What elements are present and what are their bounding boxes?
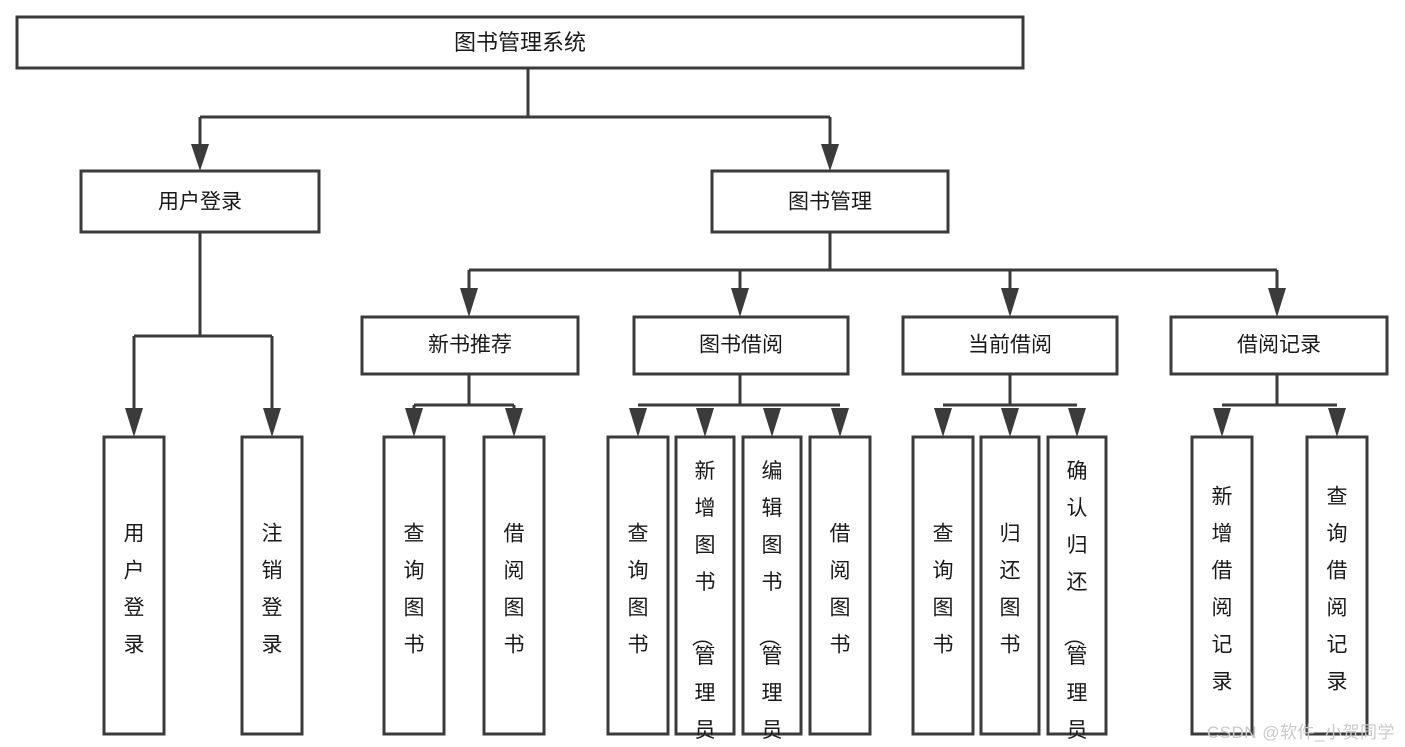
node-book-borrow-label: 图书借阅 — [699, 334, 783, 357]
node-leaf-add-borrow-record-box[interactable] — [1190, 435, 1254, 736]
arrow-head-leaf-user-logout — [263, 408, 281, 437]
node-leaf-return-book-box[interactable] — [979, 435, 1041, 736]
node-leaf-edit-book-admin-label: 编辑图书（管理员） — [757, 460, 783, 747]
node-leaf-query-book-3-box[interactable] — [911, 435, 975, 736]
node-leaf-query-borrow-record-box[interactable] — [1305, 435, 1369, 736]
node-book-manage-box[interactable] — [710, 169, 950, 234]
node-leaf-add-book-admin-box[interactable] — [674, 435, 736, 736]
node-leaf-return-book-label: 归还图书 — [1000, 522, 1021, 656]
node-leaf-user-logout-box[interactable] — [240, 435, 304, 736]
node-leaf-query-book-2-box[interactable] — [606, 435, 670, 736]
node-leaf-confirm-return-admin-box[interactable] — [1046, 435, 1108, 736]
node-leaf-borrow-book-1[interactable]: 借阅图书 — [482, 435, 546, 736]
arrow-head-book-borrow — [731, 288, 749, 317]
node-leaf-confirm-return-admin[interactable]: 确认归还（管理员） — [1046, 435, 1108, 747]
node-book-manage[interactable]: 图书管理 — [710, 169, 950, 234]
arrow-head-book-manage — [821, 144, 839, 171]
node-leaf-borrow-book-1-box[interactable] — [482, 435, 546, 736]
node-leaf-user-logout[interactable]: 注销登录 — [240, 435, 304, 736]
node-new-book-recommend-box[interactable] — [360, 315, 580, 376]
node-leaf-edit-book-admin[interactable]: 编辑图书（管理员） — [741, 435, 803, 747]
arrow-head-leaf-borrow-book-2 — [831, 408, 849, 437]
node-user-login-box[interactable] — [79, 169, 321, 234]
node-leaf-user-logout-label: 注销登录 — [262, 522, 283, 656]
connector-group-root — [191, 68, 839, 171]
node-book-borrow[interactable]: 图书借阅 — [632, 315, 850, 376]
node-root-system-label: 图书管理系统 — [454, 30, 586, 55]
node-leaf-user-login-box[interactable] — [102, 435, 166, 736]
node-book-manage-label: 图书管理 — [788, 191, 872, 214]
arrow-head-leaf-return-book — [1001, 408, 1019, 437]
node-leaf-borrow-book-1-label: 借阅图书 — [504, 522, 525, 656]
node-book-borrow-box[interactable] — [632, 315, 850, 376]
connector-group-borrow-record — [1213, 374, 1346, 437]
node-leaf-query-book-2[interactable]: 查询图书 — [606, 435, 670, 736]
node-user-login-label: 用户登录 — [158, 191, 242, 214]
arrow-head-leaf-add-borrow-record — [1213, 408, 1231, 437]
arrow-head-new-book-recommend — [460, 288, 478, 317]
node-leaf-add-book-admin-label: 新增图书（管理员） — [690, 460, 716, 747]
csdn-watermark: CSDN @软件_小贺同学 — [1206, 723, 1395, 742]
node-leaf-query-book-3[interactable]: 查询图书 — [911, 435, 975, 736]
node-borrow-record[interactable]: 借阅记录 — [1169, 315, 1389, 376]
node-current-borrow-box[interactable] — [901, 315, 1119, 376]
arrow-head-leaf-confirm-return-admin — [1068, 408, 1086, 437]
node-leaf-query-book-2-label: 查询图书 — [628, 522, 649, 656]
connector-group-current-borrow — [934, 374, 1086, 437]
node-leaf-borrow-book-2-box[interactable] — [808, 435, 872, 736]
arrow-head-leaf-query-borrow-record — [1328, 408, 1346, 437]
node-current-borrow[interactable]: 当前借阅 — [901, 315, 1119, 376]
arrow-head-leaf-edit-book-admin — [763, 408, 781, 437]
node-leaf-query-book-3-label: 查询图书 — [933, 522, 954, 656]
arrow-head-leaf-query-book-2 — [629, 408, 647, 437]
node-root-system[interactable]: 图书管理系统 — [15, 15, 1025, 70]
node-leaf-add-borrow-record-label: 新增借阅记录 — [1212, 485, 1233, 693]
connector-group-book-manage — [460, 232, 1286, 317]
node-leaf-borrow-book-2-label: 借阅图书 — [830, 522, 851, 656]
node-leaf-user-login-label: 用户登录 — [124, 522, 145, 656]
node-leaf-query-book-1[interactable]: 查询图书 — [382, 435, 446, 736]
node-leaf-confirm-return-admin-label: 确认归还（管理员） — [1062, 460, 1088, 747]
node-leaf-add-borrow-record[interactable]: 新增借阅记录 — [1190, 435, 1254, 736]
node-leaf-user-login[interactable]: 用户登录 — [102, 435, 166, 736]
node-new-book-recommend-label: 新书推荐 — [428, 334, 512, 357]
node-leaf-query-borrow-record[interactable]: 查询借阅记录 — [1305, 435, 1369, 736]
arrow-head-borrow-record — [1268, 288, 1286, 317]
arrow-head-leaf-borrow-book-1 — [505, 408, 523, 437]
node-leaf-query-borrow-record-label: 查询借阅记录 — [1327, 485, 1348, 693]
node-leaf-add-book-admin[interactable]: 新增图书（管理员） — [674, 435, 736, 747]
node-borrow-record-box[interactable] — [1169, 315, 1389, 376]
node-borrow-record-label: 借阅记录 — [1237, 334, 1321, 357]
node-new-book-recommend[interactable]: 新书推荐 — [360, 315, 580, 376]
node-leaf-query-book-1-box[interactable] — [382, 435, 446, 736]
node-current-borrow-label: 当前借阅 — [968, 334, 1052, 357]
node-root-system-box[interactable] — [15, 15, 1025, 70]
connector-group-book-borrow — [629, 374, 849, 437]
node-leaf-borrow-book-2[interactable]: 借阅图书 — [808, 435, 872, 736]
arrow-head-current-borrow — [1001, 288, 1019, 317]
node-leaf-return-book[interactable]: 归还图书 — [979, 435, 1041, 736]
arrow-head-leaf-add-book-admin — [696, 408, 714, 437]
node-user-login[interactable]: 用户登录 — [79, 169, 321, 234]
connector-group-user-login — [125, 232, 281, 437]
arrow-head-user-login — [191, 144, 209, 171]
arrow-head-leaf-query-book-3 — [934, 408, 952, 437]
node-leaf-edit-book-admin-box[interactable] — [741, 435, 803, 736]
arrow-head-leaf-user-login — [125, 408, 143, 437]
connector-group-new-book-recommend — [405, 374, 523, 437]
arrow-head-leaf-query-book-1 — [405, 408, 423, 437]
node-leaf-query-book-1-label: 查询图书 — [404, 522, 425, 656]
